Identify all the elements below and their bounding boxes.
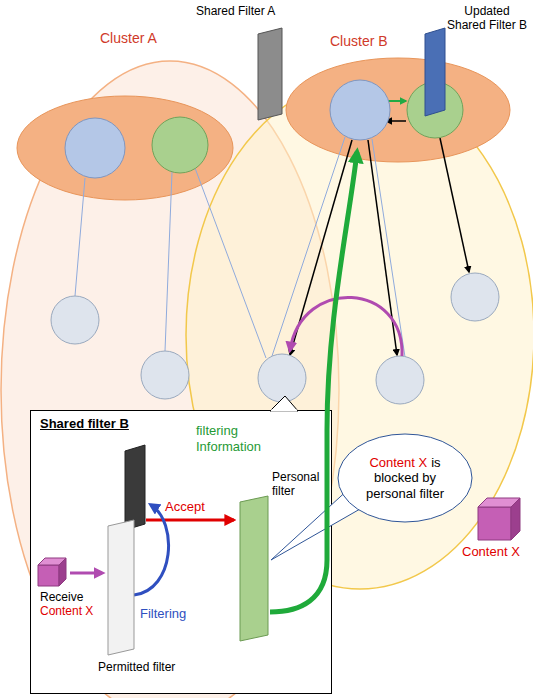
shared-filter-outline [258, 28, 282, 120]
shared-filter-label: Updated Shared Filter B [446, 4, 528, 33]
label-anchor: Filtering [140, 606, 186, 622]
label-anchor: Receive [40, 590, 83, 604]
personal-filter-label: Personal filter [272, 470, 322, 499]
content-cube-label: Content X [462, 544, 520, 560]
cluster-region-label: Cluster A [100, 30, 157, 47]
content-cube: Content X [478, 498, 520, 540]
callout-bubble: Content Xis blocked by personal filter [337, 433, 473, 523]
detail-panel-label: Shared filter B [40, 416, 129, 432]
label-anchor: filtering Information [196, 423, 270, 454]
shared-filter-label: Shared Filter A [196, 4, 275, 18]
annotation-label: Content X [40, 604, 93, 618]
callout-text: Content Xis blocked by personal filter [353, 455, 457, 502]
detail-panel: Shared filter B Permitted filter Personal … [30, 410, 332, 694]
permitted-filter: Permitted filter [108, 520, 134, 655]
label-anchor: Accept [165, 499, 205, 515]
label-anchor: Content X [40, 604, 93, 618]
annotation-label: Filtering [140, 606, 186, 622]
detail-panel-outline [30, 410, 332, 694]
annotation-label: Receive [40, 590, 83, 604]
permitted-filter-label: Permitted filter [98, 660, 175, 674]
permitted-filter-outline [108, 520, 134, 655]
shared-filter: Shared Filter A [258, 28, 282, 120]
shared-filter: Updated Shared Filter B [425, 28, 445, 116]
shared-filter-outline [425, 28, 445, 116]
content-cube-outline [478, 498, 520, 540]
annotation-label: filtering Information [196, 423, 270, 454]
personal-filter: Personal filter [240, 496, 268, 641]
personal-filter-outline [240, 496, 268, 641]
callout-text-part: Content X [369, 455, 427, 470]
cluster-region-label: Cluster B [330, 33, 388, 50]
annotation-label: Accept [165, 499, 205, 515]
